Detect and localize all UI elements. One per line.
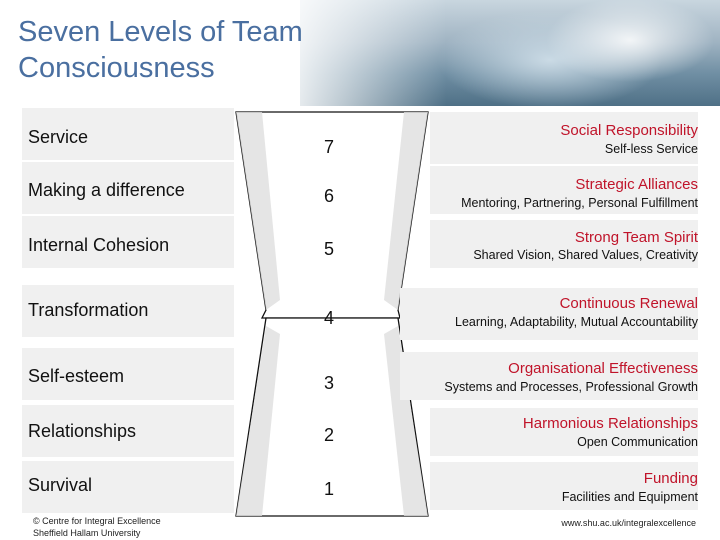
level-number-3: 3 (323, 373, 334, 393)
level-detail-6: Mentoring, Partnering, Personal Fulfillm… (461, 196, 698, 210)
level-detail-1: Facilities and Equipment (561, 490, 698, 504)
level-band-3 (22, 348, 234, 400)
hourglass-shade-bottom-right (384, 326, 428, 516)
level-band-5 (22, 216, 234, 268)
level-label-3: Self-esteem (28, 366, 125, 386)
hourglass-shade-bottom-left (236, 326, 280, 516)
level-heading-2: Harmonious Relationships (522, 415, 698, 432)
level-number-1: 1 (323, 479, 334, 499)
level-band-6 (22, 162, 234, 214)
level-band-7 (22, 108, 234, 160)
level-heading-5: Strong Team Spirit (574, 229, 698, 246)
page-title: Seven Levels of Team Consciousness (18, 16, 303, 84)
right-band-6 (430, 166, 698, 214)
website-url: www.shu.ac.uk/integralexcellence (561, 518, 696, 528)
level-heading-7: Social Responsibility (560, 122, 698, 139)
level-label-1: Survival (28, 475, 93, 495)
level-number-4: 4 (323, 308, 334, 328)
right-band-2 (430, 408, 698, 456)
level-detail-4: Learning, Adaptability, Mutual Accountab… (455, 315, 698, 329)
level-detail-2: Open Communication (577, 435, 698, 449)
hourglass-shade-top-right (384, 112, 428, 310)
level-number-7: 7 (323, 137, 334, 157)
hourglass-shade-top-left (236, 112, 280, 310)
level-number-2: 2 (323, 425, 334, 445)
level-label-4: Transformation (28, 300, 149, 320)
right-band-3 (400, 352, 698, 400)
level-detail-7: Self-less Service (604, 142, 698, 156)
copyright-notice: © Centre for Integral Excellence Sheffie… (33, 515, 161, 539)
level-heading-6: Strategic Alliances (575, 176, 698, 193)
level-heading-1: Funding (643, 470, 698, 487)
level-label-2: Relationships (28, 421, 137, 441)
level-heading-4: Continuous Renewal (559, 295, 698, 312)
level-number-6: 6 (323, 186, 334, 206)
copyright-line-1: © Centre for Integral Excellence (33, 516, 161, 526)
right-band-4 (400, 288, 698, 340)
level-detail-3: Systems and Processes, Professional Grow… (444, 380, 698, 394)
right-band-7 (430, 112, 698, 164)
level-label-5: Internal Cohesion (28, 235, 170, 255)
level-band-2 (22, 405, 234, 457)
level-detail-5: Shared Vision, Shared Values, Creativity (473, 248, 698, 262)
level-heading-3: Organisational Effectiveness (508, 360, 698, 377)
banner-fade (0, 0, 720, 106)
level-band-1 (22, 461, 234, 513)
level-label-6: Making a difference (28, 180, 185, 200)
right-band-1 (430, 462, 698, 510)
level-band-4 (22, 285, 234, 337)
right-band-5 (430, 220, 698, 268)
copyright-line-2: Sheffield Hallam University (33, 528, 141, 538)
level-label-7: Service (28, 127, 89, 147)
level-number-5: 5 (323, 239, 334, 259)
